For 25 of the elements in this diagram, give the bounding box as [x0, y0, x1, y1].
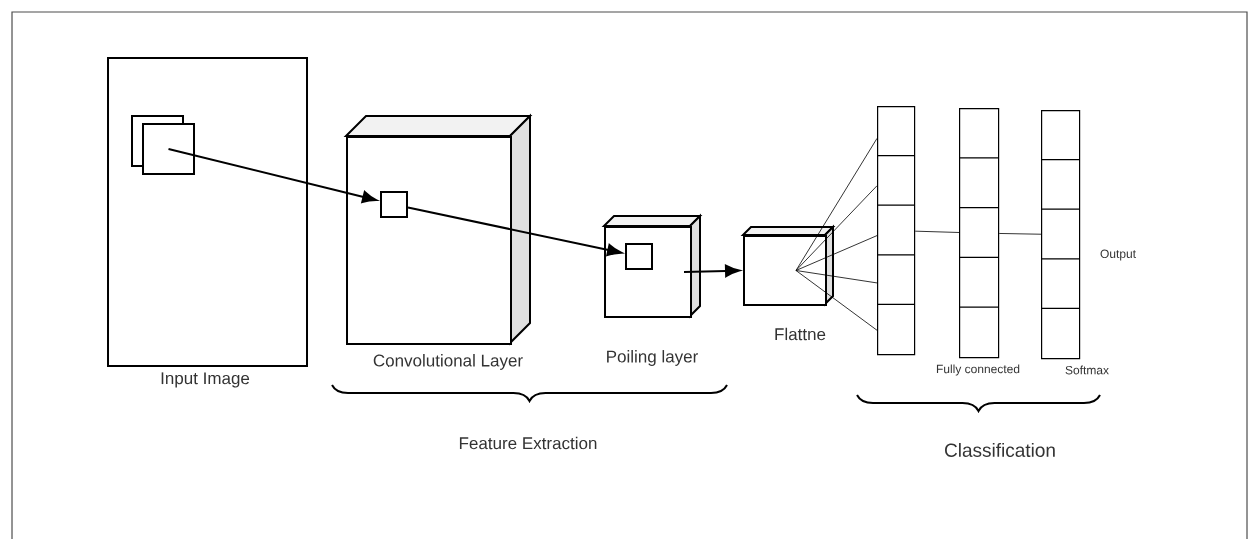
arrow — [407, 206, 623, 257]
connector-line — [914, 230, 960, 233]
layer-label: Softmax — [1065, 365, 1109, 375]
layer-label: Convolutional Layer — [373, 354, 523, 370]
connector-line — [795, 185, 878, 271]
image-patch — [131, 115, 195, 175]
kernel-square — [380, 191, 408, 218]
layer-label: Fully connected — [936, 364, 1020, 376]
connector-line — [795, 138, 878, 271]
connector-line — [795, 270, 878, 331]
layer-label: Poiling layer — [607, 350, 698, 366]
neuron-column — [958, 108, 1000, 359]
connector-line — [795, 235, 878, 271]
text-label: Classification — [945, 443, 1055, 457]
connector-line — [795, 270, 878, 284]
box — [107, 57, 308, 367]
text-label: Output — [1100, 249, 1136, 261]
kernel-square — [625, 243, 653, 270]
text-label: Feature Extraction — [459, 436, 597, 450]
arrow — [167, 148, 378, 204]
connector-line — [998, 233, 1042, 235]
neuron-column — [1040, 110, 1081, 360]
layer-label: Flattne — [775, 327, 826, 341]
neuron-column — [876, 106, 916, 356]
layer-label: Input Image — [161, 372, 250, 388]
